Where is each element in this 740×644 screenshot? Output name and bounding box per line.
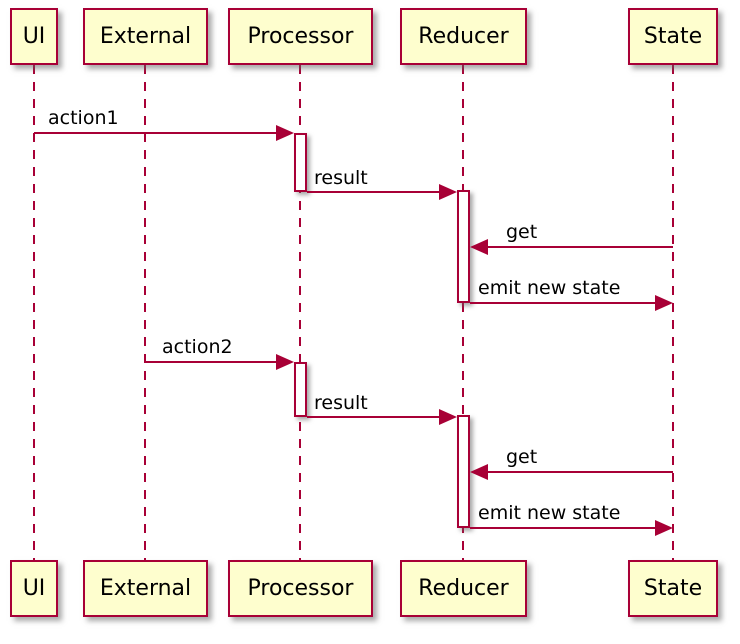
arrowhead-left-icon: [470, 464, 488, 480]
participant-external-top: External: [83, 8, 208, 65]
arrowhead-right-icon: [655, 520, 673, 536]
activation-reducer-1: [457, 190, 470, 303]
message-arrow-line: [307, 416, 441, 418]
message-arrow-line: [486, 471, 673, 473]
participant-external-bottom: External: [83, 560, 208, 617]
participant-state-bottom: State: [628, 560, 718, 617]
participant-state-top: State: [628, 8, 718, 65]
participant-ui-top: UI: [10, 8, 58, 65]
message-arrow-line: [34, 132, 278, 134]
message-label: emit new state: [478, 502, 621, 524]
message-label: action1: [48, 107, 119, 129]
message-label: emit new state: [478, 277, 621, 299]
arrowhead-right-icon: [439, 409, 457, 425]
lifeline-ui: [33, 65, 35, 560]
activation-processor-2: [294, 362, 307, 417]
participant-ui-bottom: UI: [10, 560, 58, 617]
message-label: get: [506, 446, 538, 468]
lifeline-processor: [299, 65, 301, 560]
participant-processor-top: Processor: [228, 8, 373, 65]
arrowhead-right-icon: [439, 184, 457, 200]
participant-processor-bottom: Processor: [228, 560, 373, 617]
lifeline-external: [144, 65, 146, 560]
message-label: result: [314, 167, 368, 189]
activation-processor-1: [294, 133, 307, 192]
arrowhead-right-icon: [276, 354, 294, 370]
message-label: action2: [162, 336, 233, 358]
message-arrow-line: [486, 246, 673, 248]
participant-reducer-bottom: Reducer: [400, 560, 527, 617]
message-label: result: [314, 392, 368, 414]
arrowhead-right-icon: [655, 295, 673, 311]
message-arrow-line: [145, 361, 278, 363]
participant-reducer-top: Reducer: [400, 8, 527, 65]
message-arrow-line: [470, 527, 657, 529]
activation-reducer-2: [457, 415, 470, 528]
message-label: get: [506, 221, 538, 243]
lifeline-reducer: [462, 65, 464, 560]
lifeline-state: [672, 65, 674, 560]
message-arrow-line: [307, 191, 441, 193]
arrowhead-left-icon: [470, 239, 488, 255]
message-arrow-line: [470, 302, 657, 304]
arrowhead-right-icon: [276, 125, 294, 141]
